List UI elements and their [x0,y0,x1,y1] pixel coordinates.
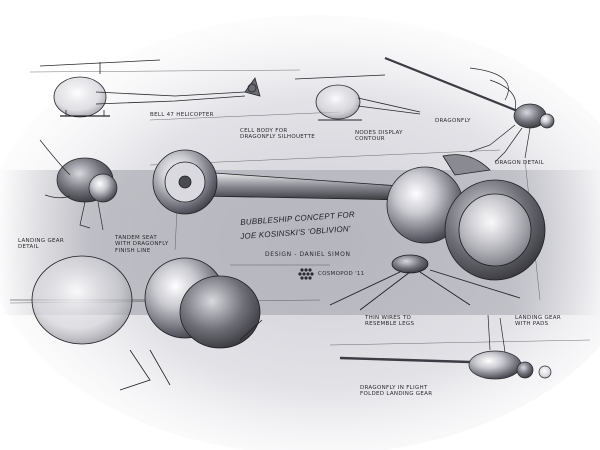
cosmopod-signature-mark [298,268,314,280]
bubbleship-main-sketch [152,149,546,311]
design-credit: Design - Daniel Simon [265,251,351,258]
dragonfly-flight-sketch [339,314,552,380]
note-dragonfly: Dragonfly [435,118,471,124]
note-dragonfly-flight: Dragonfly in flight folded landing gear [360,385,433,398]
dragonfly-head-sketch [39,139,118,231]
note-dragon-detail: Dragon detail [495,160,544,166]
note-thin-wires: Thin wires to resemble legs [365,315,415,328]
note-cell-body: Cell body for dragonfly silhouette [240,128,316,141]
note-nodes-body: Nodes display contour [355,130,403,143]
note-landing-gear-right: Landing gear with pads [515,315,561,328]
cosmopod-signature: Cosmopod '11 [318,271,365,277]
bubbleship-perspective-sketch [10,255,263,391]
bell-47-sketch [39,59,261,118]
note-bell-47: Bell 47 helicopter [150,112,214,118]
small-helicopter-sketch [294,74,421,121]
dragonfly-top-right-sketch [384,56,555,163]
note-landing-gear-left: Landing gear detail [18,238,64,251]
note-cockpit: Tandem seat with dragonfly finish line [115,235,169,254]
